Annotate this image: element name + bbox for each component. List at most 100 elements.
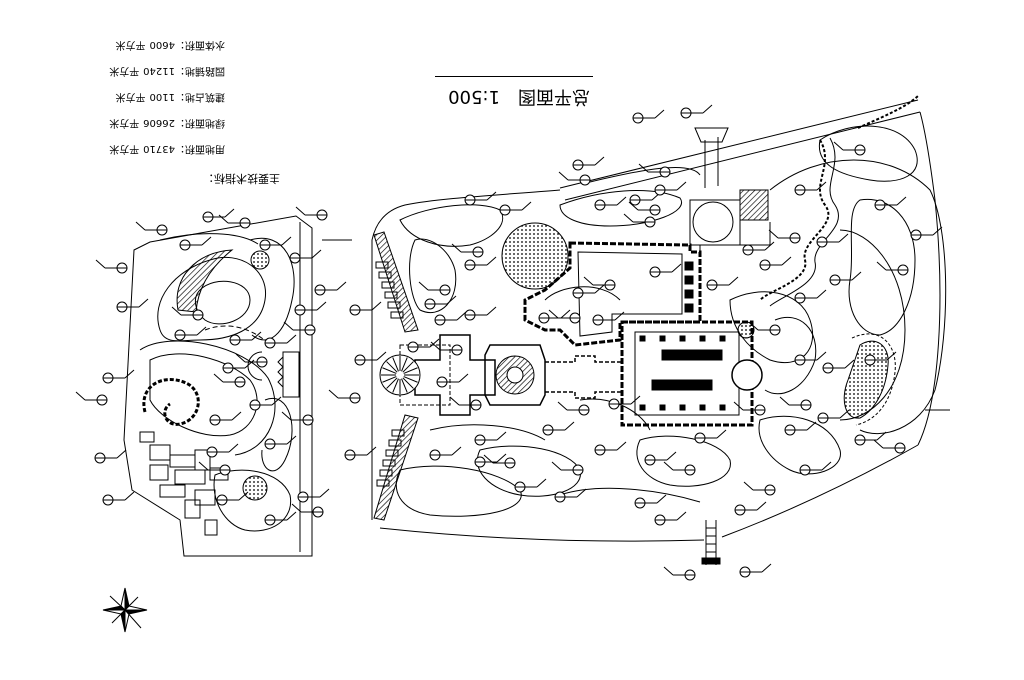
callout-leader [202,237,211,245]
contour-line [430,425,545,440]
callout-leader [431,342,440,350]
callout-leader [749,322,758,330]
callout-leader [655,110,664,118]
starburst-ray [404,368,418,374]
tree-cluster [251,251,269,269]
callout-leader [817,352,826,360]
callout-leader [672,264,681,272]
indicator-value: 26606 [143,117,175,128]
indicator-unit: 平方米 [109,117,140,128]
callout-leader [834,142,843,150]
contour-line [410,239,456,313]
starburst-ray [387,378,398,389]
column-markers [685,262,693,312]
starburst-ray [403,378,414,389]
callout-leader [287,436,296,444]
callout-leader [744,482,753,490]
starburst-ray [403,362,414,373]
contour-line [770,160,946,434]
callout-leader [552,462,561,470]
callout-leader [615,312,624,320]
callout-leader [197,327,206,335]
main-building-hall [652,380,712,390]
indicator-label: 用地面积： [175,143,225,154]
callout-leader [734,402,743,410]
indicator-unit: 平方米 [115,91,146,102]
callout-leader [139,299,148,307]
indicators-heading: 主要技术指标： [203,172,280,185]
contour-line [160,234,258,244]
callout-leader [459,374,468,382]
contour-line [560,488,700,502]
planting-spiral [144,380,198,425]
callout-leader [487,307,496,315]
indicator-label: 水体面积： [175,39,225,50]
callout-leader [537,479,546,487]
callout-leader [229,444,238,452]
contour-line [400,205,503,246]
north-arrow-icon [103,588,147,632]
callout-leader [430,339,439,347]
pavilion-building [485,345,545,405]
callout-leader [561,310,570,318]
pavilion [283,352,299,397]
callout-leader [877,432,886,440]
contour-line [262,398,292,470]
callout-leader [897,197,906,205]
stream [770,138,839,306]
callout-leader [287,512,296,520]
stepped-bank [374,232,418,332]
callout-leader [320,489,329,497]
contour-line [140,341,275,455]
callout-leader [282,412,291,420]
rock-garden [844,341,888,418]
main-building-hall [662,350,722,360]
callout-leader [136,222,145,230]
callout-leader [282,237,291,245]
indicator-unit: 平方米 [109,65,140,76]
site-boundary [722,445,918,537]
callout-leader [845,360,854,368]
callout-leader [887,352,896,360]
semicircle-plaza [248,352,262,380]
indicator-item: 园路铺地：11240平方米 [109,57,225,83]
callout-leader [631,396,640,404]
callout-leader [807,422,816,430]
starburst-ray [393,357,399,371]
callout-leader [96,260,105,268]
callout-leader [558,402,567,410]
callout-leader [125,492,134,500]
contour-line [759,416,840,474]
callout-leader [667,452,676,460]
callout-leader [780,397,789,405]
callout-leader [765,242,774,250]
callout-leader [452,244,461,252]
building-cluster [140,432,228,535]
callout-leader [225,209,234,217]
round-court [693,202,733,242]
north-entrance [695,128,728,188]
callout-leader [559,172,568,180]
starburst-ray [382,368,396,374]
indicator-label: 绿地面积： [175,117,225,128]
callout-leader [577,489,586,497]
callout-leader [839,234,848,242]
main-building-columns [640,336,725,410]
callout-leader [284,322,293,330]
contour-line [545,287,620,300]
site-boundary [124,216,312,556]
square-court [690,200,740,245]
indicator-value: 43710 [143,143,175,154]
callout-leader [232,412,241,420]
callout-leader [595,157,604,165]
road-edge [565,112,920,200]
stream [760,140,828,300]
callout-leader [419,282,428,290]
callout-leader [617,197,626,205]
starburst-ray [402,357,408,371]
indicator-value: 1100 [149,91,175,102]
starburst-ray [382,377,396,383]
site-boundary [918,112,940,445]
right-parcel [372,96,950,565]
